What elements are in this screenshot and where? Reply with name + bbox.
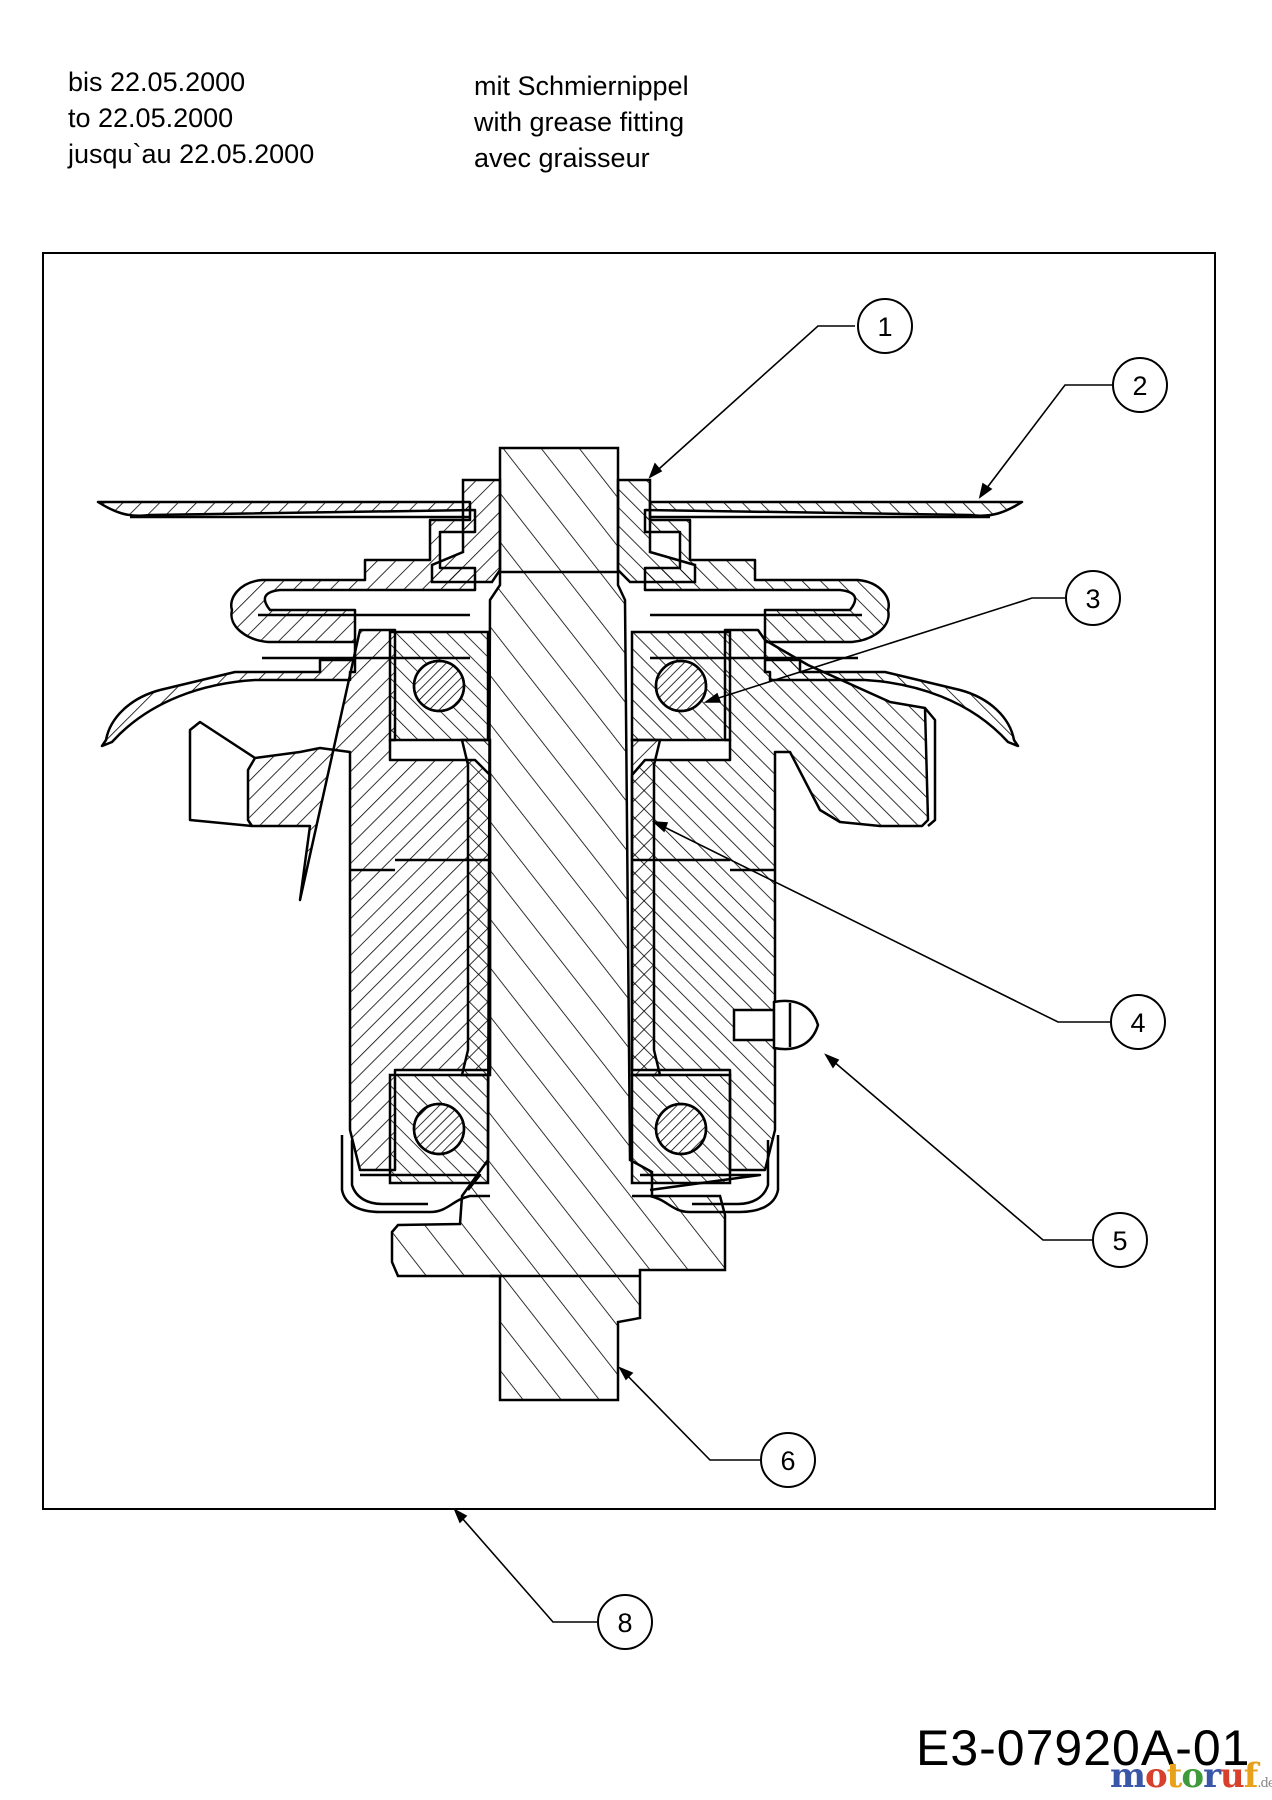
callout-label-8: 8: [617, 1608, 632, 1638]
leader-2: [653, 821, 1112, 1023]
date-line-fr: jusqu`au 22.05.2000: [68, 139, 315, 169]
callout-circle-1: [857, 298, 913, 354]
grease-fitting: [732, 999, 820, 1051]
date-note: bis 22.05.2000 to 22.05.2000 jusqu`au 22…: [68, 64, 314, 172]
bearing-lower-left: [388, 1073, 490, 1185]
callout-label-2: 2: [1132, 371, 1147, 401]
leader-3: [705, 597, 1065, 703]
callout-label-5: 5: [1112, 1226, 1127, 1256]
assembly-frame: [42, 252, 1216, 1510]
leader-1: [979, 384, 1112, 498]
callout-circle-8: [597, 1594, 653, 1650]
bearings: [388, 630, 732, 1185]
watermark-letter: o: [1144, 1756, 1168, 1796]
watermark-letter: t: [1166, 1756, 1183, 1796]
callout-circle-6: [760, 1432, 816, 1488]
watermark-tld: .de: [1257, 1776, 1272, 1791]
callout-circle-4: [1110, 994, 1166, 1050]
watermark-letter: u: [1220, 1756, 1245, 1796]
callout-label-4: 4: [1130, 1008, 1145, 1038]
watermark-text: motoruf: [1110, 1756, 1259, 1796]
feature-note: mit Schmiernippel with grease fitting av…: [474, 68, 689, 176]
leader-8: [454, 1509, 598, 1623]
feature-line-en: with grease fitting: [474, 107, 685, 137]
date-line-de: bis 22.05.2000: [68, 67, 246, 97]
date-line-en: to 22.05.2000: [68, 103, 234, 133]
callout-label-6: 6: [780, 1446, 795, 1476]
spindle-housing: [188, 628, 937, 1172]
feature-line-fr: avec graisseur: [474, 143, 650, 173]
callout-circle-3: [1065, 570, 1121, 626]
leader-4: [619, 1367, 762, 1461]
bottom-seal: [340, 1135, 780, 1214]
watermark-letter: r: [1203, 1756, 1221, 1796]
watermark-letter: f: [1243, 1756, 1259, 1796]
leader-5: [825, 1054, 1092, 1241]
callout-circle-2: [1112, 357, 1168, 413]
watermark-logo: motoruf.de: [1110, 1756, 1272, 1796]
watermark-letter: m: [1110, 1756, 1146, 1796]
leader-6: [649, 325, 855, 478]
callout-label-3: 3: [1085, 584, 1100, 614]
watermark-letter: o: [1181, 1756, 1204, 1796]
callout-label-1: 1: [877, 312, 892, 342]
spacer-tube: [460, 738, 662, 1077]
feature-line-de: mit Schmiernippel: [474, 71, 689, 101]
drawing-code: E3-07920A-01: [916, 1720, 1251, 1776]
callout-circle-5: [1092, 1212, 1148, 1268]
bearing-upper-right: [630, 630, 732, 742]
